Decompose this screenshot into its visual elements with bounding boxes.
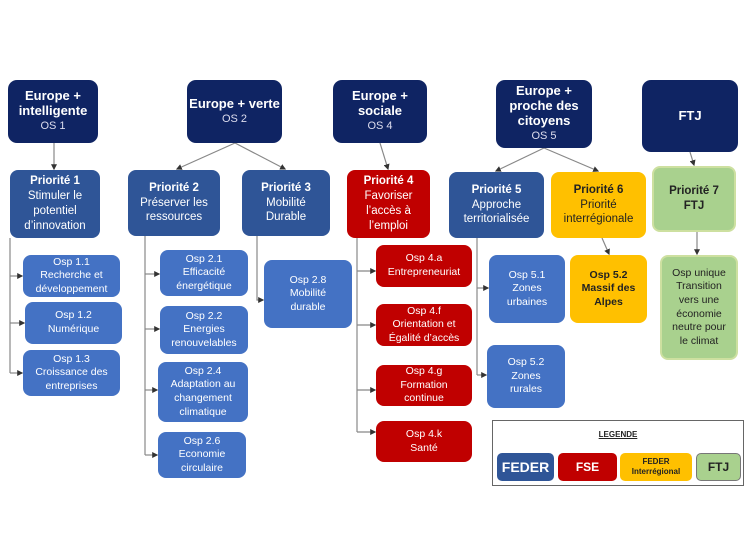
- priority-4: Priorité 4 Favoriser l’accès à l’emploi: [347, 170, 430, 238]
- priority-desc: Approche territorialisée: [463, 198, 530, 226]
- legend: LEGENDE FEDER FSE FEDER Interrégional FT…: [492, 420, 744, 486]
- legend-feder: FEDER: [497, 453, 554, 481]
- legend-ftj: FTJ: [696, 453, 741, 481]
- osp-label: Entrepreneuriat: [387, 266, 461, 278]
- osp-code: Osp 1.2: [55, 309, 92, 322]
- osp-label: Zones rurales: [509, 369, 543, 396]
- osp-code: Osp 2.2: [185, 309, 223, 322]
- osp-code: Osp 2.8: [289, 273, 327, 286]
- priority-desc: Priorité interrégionale: [563, 198, 634, 226]
- osp-label: Santé: [410, 441, 438, 454]
- priority-7: Priorité 7 FTJ: [652, 166, 736, 232]
- objective-code: OS 2: [221, 112, 248, 125]
- objective-title: Europe + intelligente: [18, 88, 88, 119]
- osp-code: Osp 1.1: [53, 255, 90, 268]
- priority-title: Priorité 3: [261, 181, 311, 194]
- osp-code: Osp 2.6: [183, 434, 221, 447]
- priority-2: Priorité 2 Préserver les ressources: [128, 170, 220, 236]
- priority-title: Priorité 6: [573, 183, 624, 196]
- osp-label: Energies renouvelables: [171, 323, 237, 349]
- priority-title: Priorité 7: [669, 185, 719, 198]
- priority-title: Priorité 1: [30, 175, 80, 188]
- osp-code: Osp 5.1: [508, 268, 546, 281]
- objective-code: OS 1: [40, 120, 66, 133]
- osp-code: Osp 4.f: [407, 304, 441, 317]
- objective-code: OS 4: [367, 120, 393, 133]
- objective-code: OS 5: [531, 130, 557, 143]
- osp-code: Osp 5.2: [589, 268, 628, 281]
- osp-label: Efficacité énergétique: [176, 266, 232, 292]
- objective-title: Europe + sociale: [352, 88, 408, 119]
- osp-code: Osp 5.2: [507, 356, 545, 369]
- priority-desc: Mobilité Durable: [265, 196, 307, 224]
- priority-5: Priorité 5 Approche territorialisée: [449, 172, 544, 238]
- priority-1: Priorité 1 Stimuler le potentiel d’innova…: [10, 170, 100, 238]
- priority-desc: Préserver les ressources: [140, 196, 208, 224]
- legend-fse: FSE: [558, 453, 617, 481]
- priority-title: Priorité 5: [471, 183, 522, 196]
- osp-code: Osp 4.g: [405, 365, 443, 378]
- priority-title: Priorité 4: [363, 175, 414, 188]
- osp-label: Zones urbaines: [506, 282, 548, 308]
- osp-label: Recherche et développement: [35, 269, 108, 295]
- osp-label: Economie circulaire: [178, 448, 226, 474]
- osp-label: Croissance des entreprises: [35, 366, 108, 392]
- priority-3: Priorité 3 Mobilité Durable: [242, 170, 330, 236]
- priority-desc: Favoriser l’accès à l’emploi: [364, 190, 413, 232]
- osp-label: Transition vers une économie neutre pour…: [672, 280, 726, 347]
- osp-label: Orientation et Égalité d’accès: [388, 318, 460, 344]
- objective-title: Europe + proche des citoyens: [509, 83, 579, 129]
- objective-ftj: FTJ: [642, 80, 738, 152]
- priority-6: Priorité 6 Priorité interrégionale: [551, 172, 646, 238]
- priority-title: Priorité 2: [149, 181, 199, 194]
- objective-title: FTJ: [678, 107, 702, 123]
- osp-code: Osp 2.1: [185, 252, 223, 265]
- objective-title: Europe + verte: [189, 95, 280, 111]
- osp-label: Massif des Alpes: [581, 282, 636, 308]
- osp-label: Adaptation au changement climatique: [170, 378, 236, 418]
- osp-code: Osp 4.a: [405, 252, 443, 265]
- osp-code: Osp unique: [672, 266, 726, 279]
- priority-desc: Stimuler le potentiel d’innovation: [24, 190, 86, 232]
- osp-label: Mobilité durable: [289, 287, 327, 313]
- osp-code: Osp 4.k: [405, 427, 443, 440]
- osp-code: Osp 2.4: [184, 364, 222, 377]
- legend-title: LEGENDE: [598, 430, 638, 439]
- legend-feder-interregional: FEDER Interrégional: [620, 453, 692, 481]
- osp-code: Osp 1.3: [53, 352, 90, 365]
- osp-label: Numérique: [47, 323, 100, 335]
- osp-label: Formation continue: [400, 378, 448, 405]
- priority-desc: FTJ: [683, 200, 705, 212]
